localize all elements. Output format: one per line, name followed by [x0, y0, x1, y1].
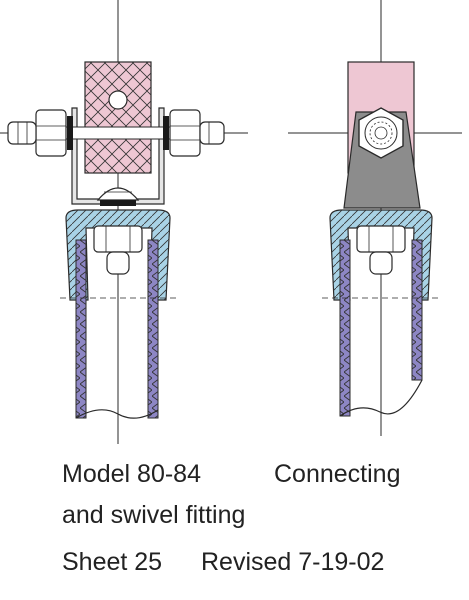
front-bolt-end-left [7, 121, 37, 145]
caption-swivel-fitting: and swivel fitting [62, 501, 246, 529]
side-inner-screw [369, 251, 393, 275]
caption-connecting: Connecting [274, 460, 401, 488]
front-inner-screw [106, 251, 130, 275]
front-inner-nut [93, 225, 143, 253]
front-screw-washer [100, 200, 136, 206]
side-view [288, 0, 462, 436]
front-screw-head [96, 187, 140, 201]
caption-model: Model 80-84 [62, 460, 201, 488]
front-bolt-end-right [199, 121, 225, 145]
caption-sheet: Sheet 25 [62, 548, 163, 576]
technical-drawing [0, 0, 462, 444]
front-nut-right [169, 109, 201, 157]
front-washer-left [67, 116, 73, 150]
front-view [0, 0, 248, 444]
front-washer-right [163, 116, 169, 150]
front-nut-left [35, 109, 67, 157]
side-tube-break [339, 379, 423, 417]
side-inner-nut [356, 225, 406, 253]
front-tube-break [75, 409, 159, 419]
front-bolt-hole [108, 90, 128, 110]
caption-revised-date: Revised 7-19-02 [201, 548, 385, 576]
